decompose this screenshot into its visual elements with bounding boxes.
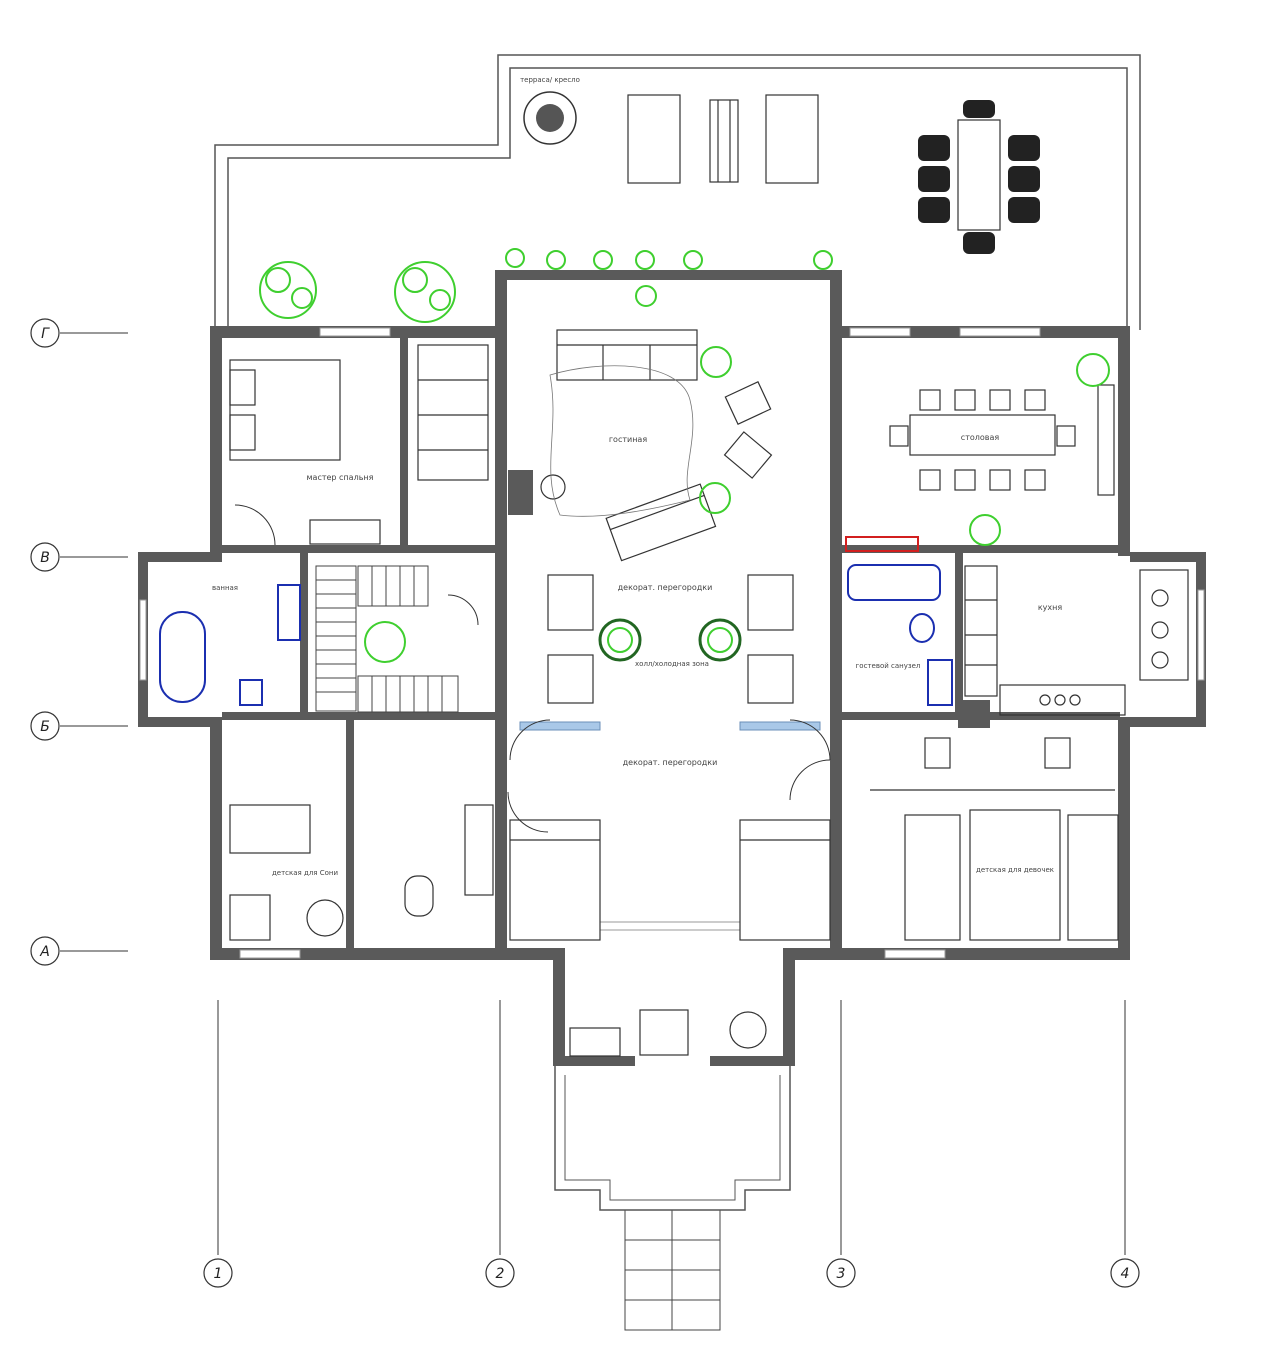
axis-label-b: Б — [40, 719, 50, 735]
room-label-dining-room: столовая — [961, 433, 1000, 442]
axis-label-a: А — [39, 944, 50, 960]
living-sofa-2 — [605, 483, 717, 562]
staircase — [315, 565, 721, 1331]
axis-label-g: Г — [41, 326, 50, 342]
porch-outline — [554, 1066, 791, 1211]
axis-label-v: В — [40, 550, 50, 566]
bathtub-left — [159, 611, 206, 703]
room-label-guest-bathroom: гостевой санузел — [856, 662, 921, 670]
room-label-hall: холл/холодная зона — [635, 660, 709, 668]
furniture — [159, 94, 1189, 1057]
master-wardrobe — [417, 344, 489, 481]
porch-outline-inner — [564, 1075, 781, 1201]
room-label-child-right: детская для девочек — [976, 866, 1054, 874]
master-bed — [229, 359, 341, 461]
room-label-living-room: гостиная — [609, 435, 647, 444]
outdoor-table — [957, 119, 1001, 231]
living-sofa — [556, 329, 698, 381]
axis-label-4: 4 — [1121, 1266, 1130, 1282]
door-swings — [234, 504, 831, 833]
dining-table — [909, 414, 1056, 456]
terrace-outline — [214, 54, 1141, 330]
bathtub-guest — [847, 564, 941, 601]
windows — [139, 327, 1205, 959]
room-label-partitions-top: декорат. перегородки — [618, 583, 713, 592]
room-label-master-bedroom: мастер спальня — [307, 473, 374, 482]
red-highlight — [845, 536, 919, 552]
axis-label-3: 3 — [837, 1266, 846, 1282]
room-label-bathroom: ванная — [212, 584, 238, 592]
plants — [259, 248, 1110, 663]
room-label-kitchen: кухня — [1038, 603, 1063, 612]
room-label-child-left: детская для Сони — [272, 869, 338, 877]
room-label-terrace: терраса/ кресло — [520, 76, 580, 84]
terrace-chair — [523, 91, 577, 145]
glass-partitions — [519, 721, 821, 731]
child-bed-left — [229, 804, 311, 854]
outdoor-chairs — [918, 100, 1040, 254]
outer-walls — [138, 270, 1206, 1066]
child-bed-right — [969, 809, 1061, 941]
axis-bubbles — [30, 318, 1140, 1288]
axis-label-2: 2 — [496, 1266, 505, 1282]
axis-lines — [60, 332, 1126, 1255]
room-label-partitions-bottom: декорат. перегородки — [623, 758, 718, 767]
axis-label-1: 1 — [214, 1266, 223, 1282]
